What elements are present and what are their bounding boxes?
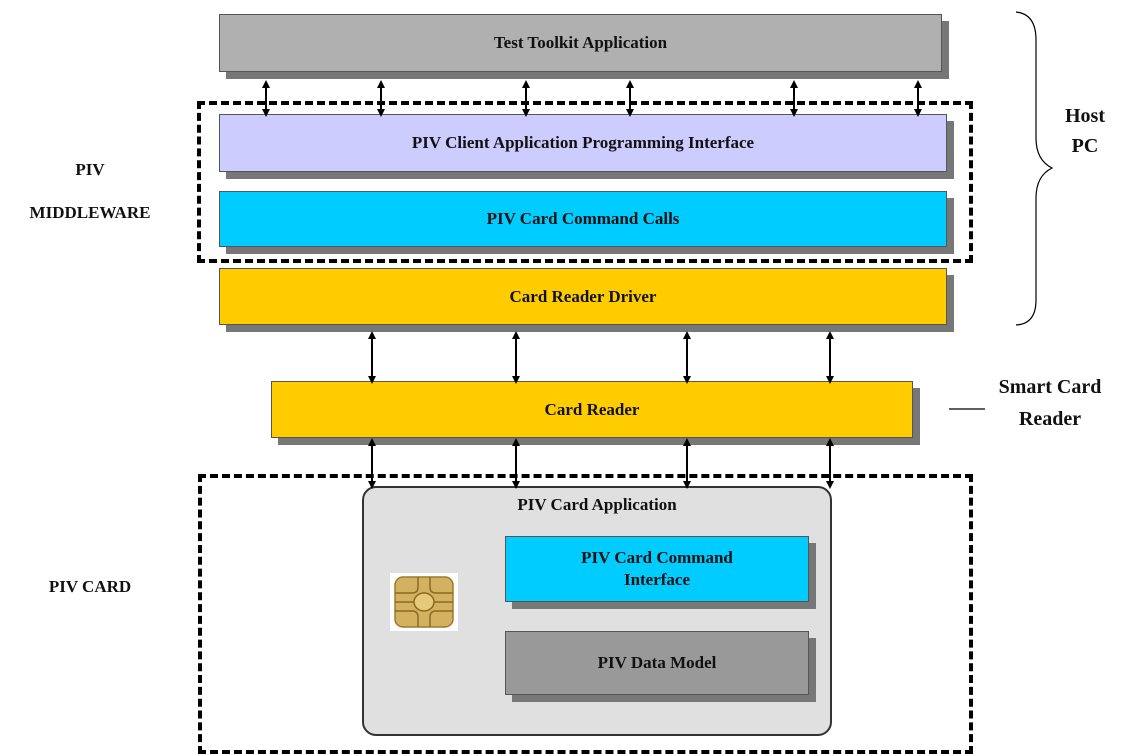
host-pc-brace: [1015, 11, 1054, 326]
card-reader-label: Card Reader: [544, 399, 640, 419]
host-pc-label-line1: Host: [1065, 105, 1105, 127]
toolkit-to-api-arrows: [262, 80, 922, 117]
piv-data-model-box: PIV Data Model: [505, 631, 809, 695]
piv-card-command-calls-label: PIV Card Command Calls: [486, 209, 680, 228]
smart-card-chip-icon: [390, 573, 458, 631]
piv-middleware-label-line2: MIDDLEWARE: [29, 203, 151, 222]
card-reader-driver-label: Card Reader Driver: [509, 286, 657, 306]
driver-to-reader-arrows: [368, 331, 834, 384]
piv-data-model-label: PIV Data Model: [597, 653, 717, 672]
host-pc-label-line2: PC: [1071, 135, 1099, 157]
middleware-region: [197, 101, 973, 263]
piv-middleware-label-line1: PIV: [75, 160, 105, 179]
card-reader-box: Card Reader: [271, 381, 913, 438]
card-reader-driver-box: Card Reader Driver: [219, 268, 947, 325]
piv-client-api-label: PIV Client Application Programming Inter…: [411, 133, 755, 152]
test-toolkit-application-box: Test Toolkit Application: [219, 14, 942, 72]
piv-card-command-interface-label: PIV Card Command Interface: [581, 548, 733, 589]
piv-client-api-box: PIV Client Application Programming Inter…: [219, 114, 947, 172]
piv-card-command-calls-box: PIV Card Command Calls: [219, 191, 947, 247]
piv-card-label: PIV CARD: [48, 577, 132, 596]
smart-card-reader-label-line1: Smart Card: [998, 376, 1102, 398]
reader-to-card-arrows: [368, 438, 834, 489]
smart-card-reader-label-line2: Reader: [1018, 408, 1082, 430]
test-toolkit-application-label: Test Toolkit Application: [493, 33, 668, 52]
piv-card-application-label: PIV Card Application: [517, 495, 677, 514]
piv-card-command-interface-box: PIV Card Command Interface: [505, 536, 809, 602]
